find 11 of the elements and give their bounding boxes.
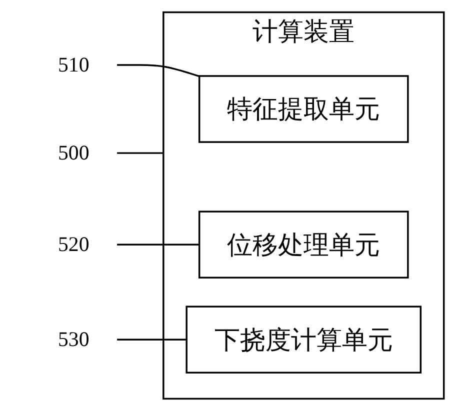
- node-box: 位移处理单元: [198, 210, 409, 278]
- node-text: 520: [58, 232, 90, 256]
- node-box: 特征提取单元: [198, 75, 409, 143]
- node-text: 510: [58, 52, 90, 76]
- connector: [117, 244, 200, 246]
- connector: [117, 64, 200, 78]
- connector: [117, 338, 187, 340]
- node-box: 下挠度计算单元: [186, 306, 422, 374]
- node-text: 500: [58, 140, 90, 164]
- connector: [117, 152, 164, 154]
- node-text: 530: [58, 327, 90, 351]
